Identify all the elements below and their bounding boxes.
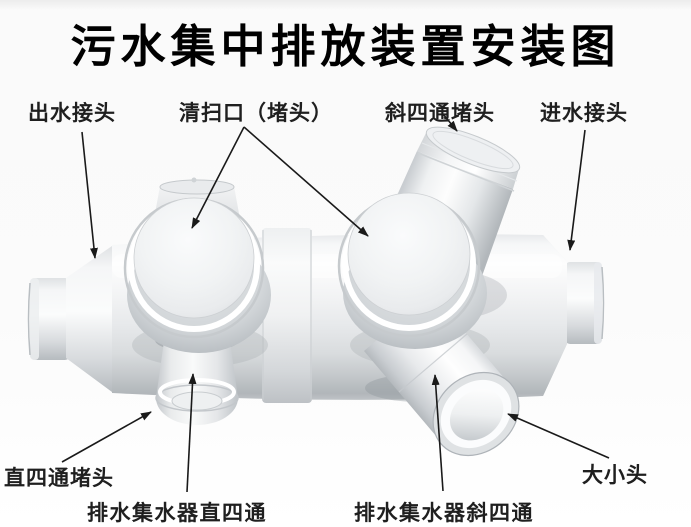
arrow-oblique-fourway <box>431 374 444 492</box>
label-inlet-connector: 进水接头 <box>540 102 628 125</box>
arrow-straight-fourway <box>186 373 197 493</box>
arrow-oblique-fourway-plug <box>442 113 458 132</box>
label-outlet-connector: 出水接头 <box>28 102 116 125</box>
arrow-inlet-connector <box>567 129 586 251</box>
arrow-reducer <box>507 413 610 459</box>
arrow-cleanout-left <box>191 126 245 229</box>
label-reducer: 大小头 <box>582 464 648 487</box>
leader-arrows <box>61 113 610 493</box>
cleanout-right-shape <box>337 192 487 349</box>
outlet-connector-shape <box>27 246 112 392</box>
label-straight-fourway-plug: 直四通堵头 <box>4 467 114 490</box>
diagram-title: 污水集中排放装置安装图 <box>70 21 621 72</box>
label-drain-collector-oblique-fourway: 排水集水器斜四通 <box>354 502 534 525</box>
cleanout-left-shape <box>123 177 271 353</box>
arrow-outlet-connector <box>81 131 98 259</box>
arrow-straight-fourway-plug <box>61 411 152 463</box>
label-oblique-fourway-plug: 斜四通堵头 <box>385 102 495 125</box>
reducer-mouth-shape <box>432 371 520 457</box>
label-cleanout-plug: 清扫口（堵头） <box>179 102 333 125</box>
label-drain-collector-straight-fourway: 排水集水器直四通 <box>87 502 267 525</box>
arrow-cleanout-right <box>243 126 369 237</box>
